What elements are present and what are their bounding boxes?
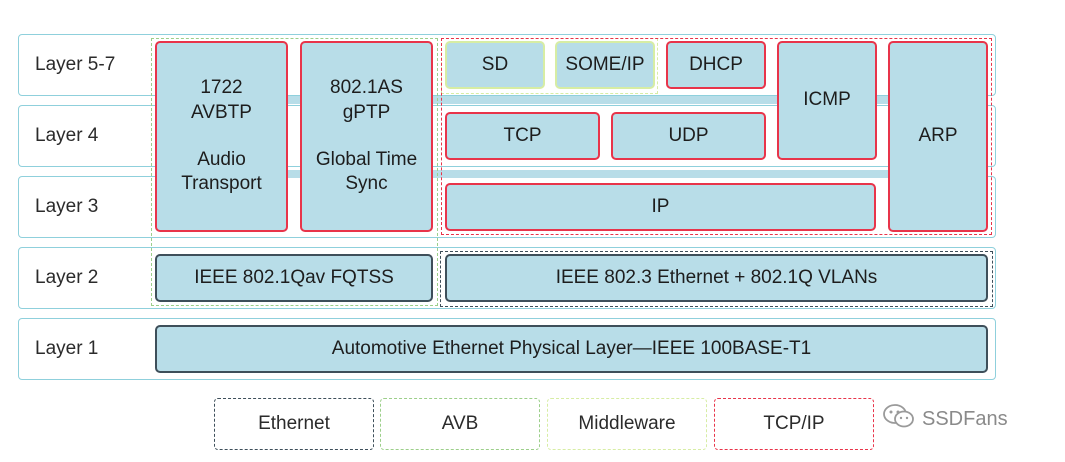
icmp-box: ICMP [777,41,877,160]
icmp-label: ICMP [803,89,851,111]
sd-label: SD [481,53,509,75]
connector-bar [433,170,888,178]
connector-bar [433,96,777,104]
connector-bar [288,170,302,178]
ip-label: IP [651,195,670,217]
layer-label: Layer 5-7 [35,54,116,75]
gptp-line3: Global Time [315,148,418,170]
udp-label: UDP [668,124,709,146]
arp-box: ARP [888,41,988,232]
tcp-label: TCP [503,124,542,146]
gptp-line4: Sync [345,173,388,195]
ip-box: IP [445,183,876,231]
avb-group-outline [151,38,438,306]
gptp-line2: gPTP [342,101,391,123]
legend-tcpip: TCP/IP [714,398,874,450]
udp-box: UDP [611,112,766,160]
physical-layer-label: Automotive Ethernet Physical Layer—IEEE … [331,337,812,359]
someip-box: SOME/IP [555,41,655,89]
layer-label: Layer 1 [35,338,99,359]
watermark-text: SSDFans [922,407,1008,430]
tcp-box: TCP [445,112,600,160]
legend-label: Ethernet [258,413,330,434]
someip-label: SOME/IP [565,53,645,75]
dhcp-label: DHCP [689,53,743,75]
legend-label: AVB [441,413,479,434]
legend-label: TCP/IP [763,413,825,434]
connector-bar [288,96,302,104]
ethernet-mac-box: IEEE 802.3 Ethernet + 802.1Q VLANs [445,254,988,302]
tcpip-group-outline [441,38,992,235]
connector-bar [876,96,890,104]
ethernet-mac-label: IEEE 802.3 Ethernet + 802.1Q VLANs [555,266,878,288]
legend-middleware: Middleware [547,398,707,450]
watermark: SSDFans [882,402,1008,436]
layer-label: Layer 3 [35,196,99,217]
avbtp-line2: AVBTP [191,101,252,123]
layer-label: Layer 4 [35,125,99,146]
fqtss-label: IEEE 802.1Qav FQTSS [194,266,394,288]
avbtp-line1: 1722 [200,77,243,99]
legend-label: Middleware [578,413,676,434]
wechat-icon [882,402,916,436]
layer-label: Layer 2 [35,267,99,288]
arp-label: ARP [918,125,958,147]
fqtss-box: IEEE 802.1Qav FQTSS [155,254,433,302]
gptp-line1: 802.1AS [330,77,403,99]
legend-ethernet: Ethernet [214,398,374,450]
ethernet-group-outline [440,251,993,307]
physical-layer-box: Automotive Ethernet Physical Layer—IEEE … [155,325,988,373]
avbtp-box: 1722 AVBTP Audio Transport [155,41,288,232]
avbtp-line3: Audio [197,148,246,170]
legend-avb: AVB [380,398,540,450]
sd-box: SD [445,41,545,89]
gptp-box: 802.1AS gPTP Global Time Sync [300,41,433,232]
avbtp-line4: Transport [181,173,262,195]
dhcp-box: DHCP [666,41,766,89]
